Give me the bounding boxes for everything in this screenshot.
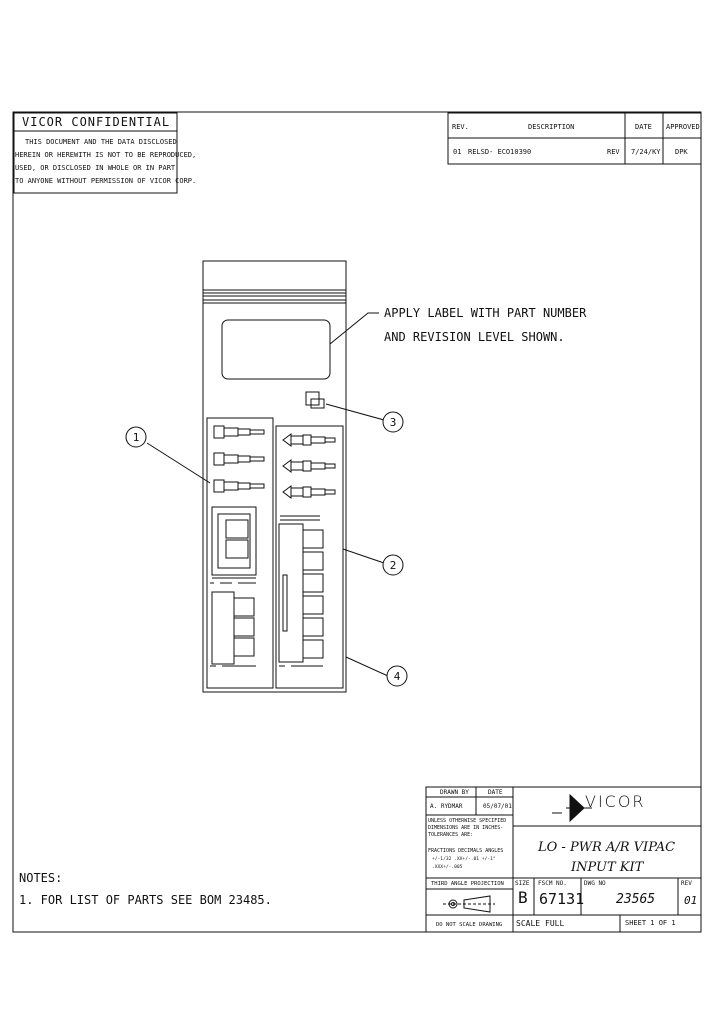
scale-value: FULL [545,919,565,928]
rev-row-by: REV [607,148,620,156]
rev-row-description: RELSD- ECO10390 [468,148,532,156]
rev-row-date: 7/24/KY [631,148,661,156]
projection-label: THIRD ANGLE PROJECTION [431,881,504,887]
rev-header-date: DATE [635,123,652,131]
date-label: DATE [488,789,503,796]
dwg-label: DWG NO [584,880,606,887]
scale-label: SCALE [516,919,541,928]
dwg-number: 23565 [616,892,656,907]
rev-header-approved: APPROVED [666,123,700,131]
label-note-line-2: AND REVISION LEVEL SHOWN. [384,330,565,344]
drawing-title-line-1: LO - PWR A/R VIPAC [538,840,676,855]
drawing-title-line-2: INPUT KIT [571,860,644,875]
confidential-line-3: USED, OR DISCLOSED IN WHOLE OR IN PART [15,164,176,172]
sheet-info: SHEET 1 OF 1 [625,919,676,927]
rev-value: 01 [684,894,698,907]
confidential-line-1: THIS DOCUMENT AND THE DATA DISCLOSED [25,138,177,146]
rev-row-approved: DPK [675,148,688,156]
tolerance-line-5: +/-1/32 .XX+/-.01 +/-1° [432,857,496,862]
tolerance-line-4: FRACTIONS DECIMALS ANGLES [428,848,504,854]
company-logo-text: VICOR [585,792,646,811]
do-not-scale: DO NOT SCALE DRAWING [436,922,503,928]
drawn-by: A. RYDMAR [430,803,463,810]
tolerance-line-3: TOLERANCES ARE: [428,832,474,838]
size-label: SIZE [515,880,530,887]
confidential-title: VICOR CONFIDENTIAL [22,115,171,129]
confidential-line-4: TO ANYONE WITHOUT PERMISSION OF VICOR CO… [15,177,197,185]
rev-label: REV [681,880,692,887]
notes-heading: NOTES: [19,871,63,885]
fscm-value: 67131 [539,890,585,908]
fscm-label: FSCM NO. [538,880,567,887]
drawn-by-label: DRAWN BY [440,789,469,796]
tolerance-line-6: .XXX+/-.005 [432,865,463,870]
rev-row-rev: 01 [453,148,462,156]
confidential-line-2: HEREIN OR HEREWITH IS NOT TO BE REPRODUC… [15,151,197,159]
label-note-line-1: APPLY LABEL WITH PART NUMBER [384,306,587,320]
size-value: B [518,888,528,907]
tolerance-line-1: UNLESS OTHERWISE SPECIFIED [428,818,507,824]
tolerance-line-2: DIMENSIONS ARE IN INCHES- [428,825,504,831]
notes-item-1: 1. FOR LIST OF PARTS SEE BOM 23485. [19,893,272,907]
rev-header-rev: REV. [452,123,469,131]
drawn-date: 05/07/01 [483,803,512,810]
rev-header-description: DESCRIPTION [528,123,575,131]
